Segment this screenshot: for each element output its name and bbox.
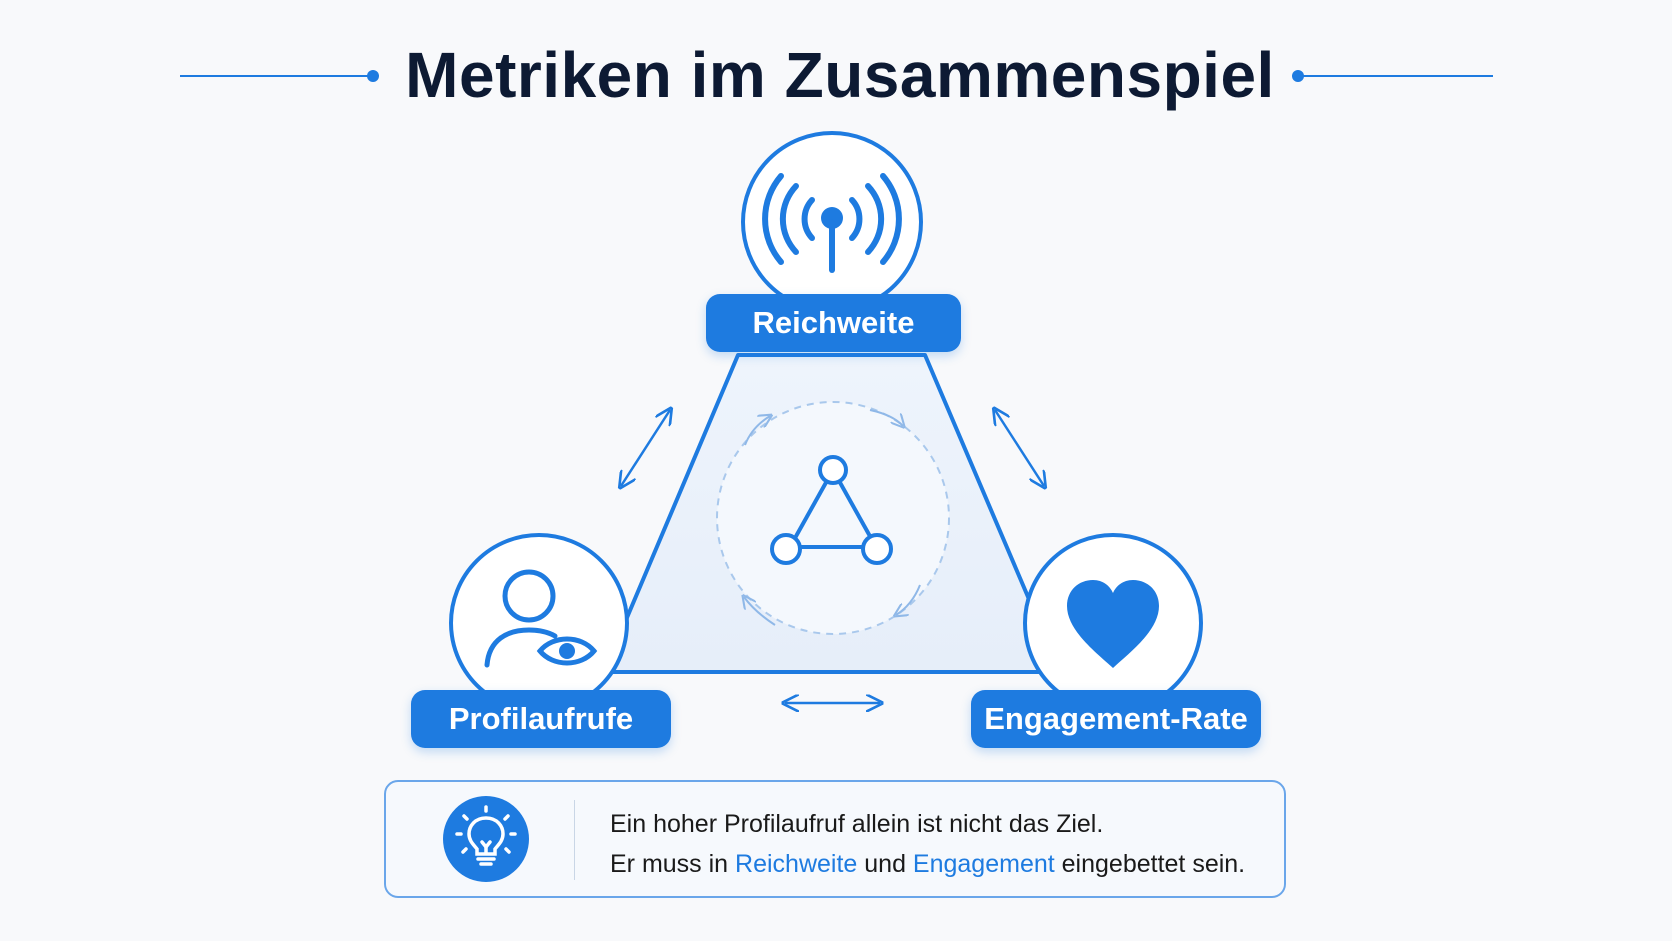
title-decor-line-left (180, 75, 375, 77)
broadcast-antenna-icon (762, 173, 902, 273)
title-decor-dot-right (1292, 70, 1304, 82)
double-arrow-left (621, 410, 670, 486)
user-eye-icon (484, 569, 598, 668)
heart-icon (1067, 580, 1159, 668)
page-title: Metriken im Zusammenspiel (405, 39, 1275, 111)
info-line-2-prefix: Er muss in (610, 850, 736, 878)
title-row: Metriken im Zusammenspiel (0, 30, 1672, 120)
info-line-2-suffix: eingebettet sein. (1054, 850, 1246, 878)
profile-label: Profilaufrufe (411, 690, 671, 748)
lightbulb-icon (443, 796, 529, 882)
info-box: Ein hoher Profilaufruf allein ist nicht … (384, 780, 1286, 898)
reach-label: Reichweite (706, 294, 961, 352)
info-divider (574, 800, 575, 880)
profile-node-circle (449, 533, 629, 713)
engagement-label: Engagement-Rate (971, 690, 1261, 748)
network-triangle-icon (770, 455, 893, 565)
cycle-arrow-top-right (869, 409, 903, 426)
info-line-2-middle: und (857, 850, 913, 878)
cycle-arrow-bottom-right (896, 584, 921, 615)
info-line-2: Er muss in Reichweite und Engagement ein… (610, 844, 1245, 884)
center-cycle-circle (716, 401, 950, 635)
info-text: Ein hoher Profilaufruf allein ist nicht … (610, 804, 1245, 884)
info-highlight-engagement: Engagement (912, 850, 1055, 878)
title-decor-line-right (1303, 75, 1493, 77)
title-decor-dot-left (367, 70, 379, 82)
info-line-1: Ein hoher Profilaufruf allein ist nicht … (610, 810, 1104, 838)
cycle-arrow-bottom-left (744, 597, 776, 626)
cycle-arrow-top-left (744, 416, 770, 446)
info-highlight-reach: Reichweite (735, 850, 858, 878)
double-arrow-right (995, 410, 1044, 486)
